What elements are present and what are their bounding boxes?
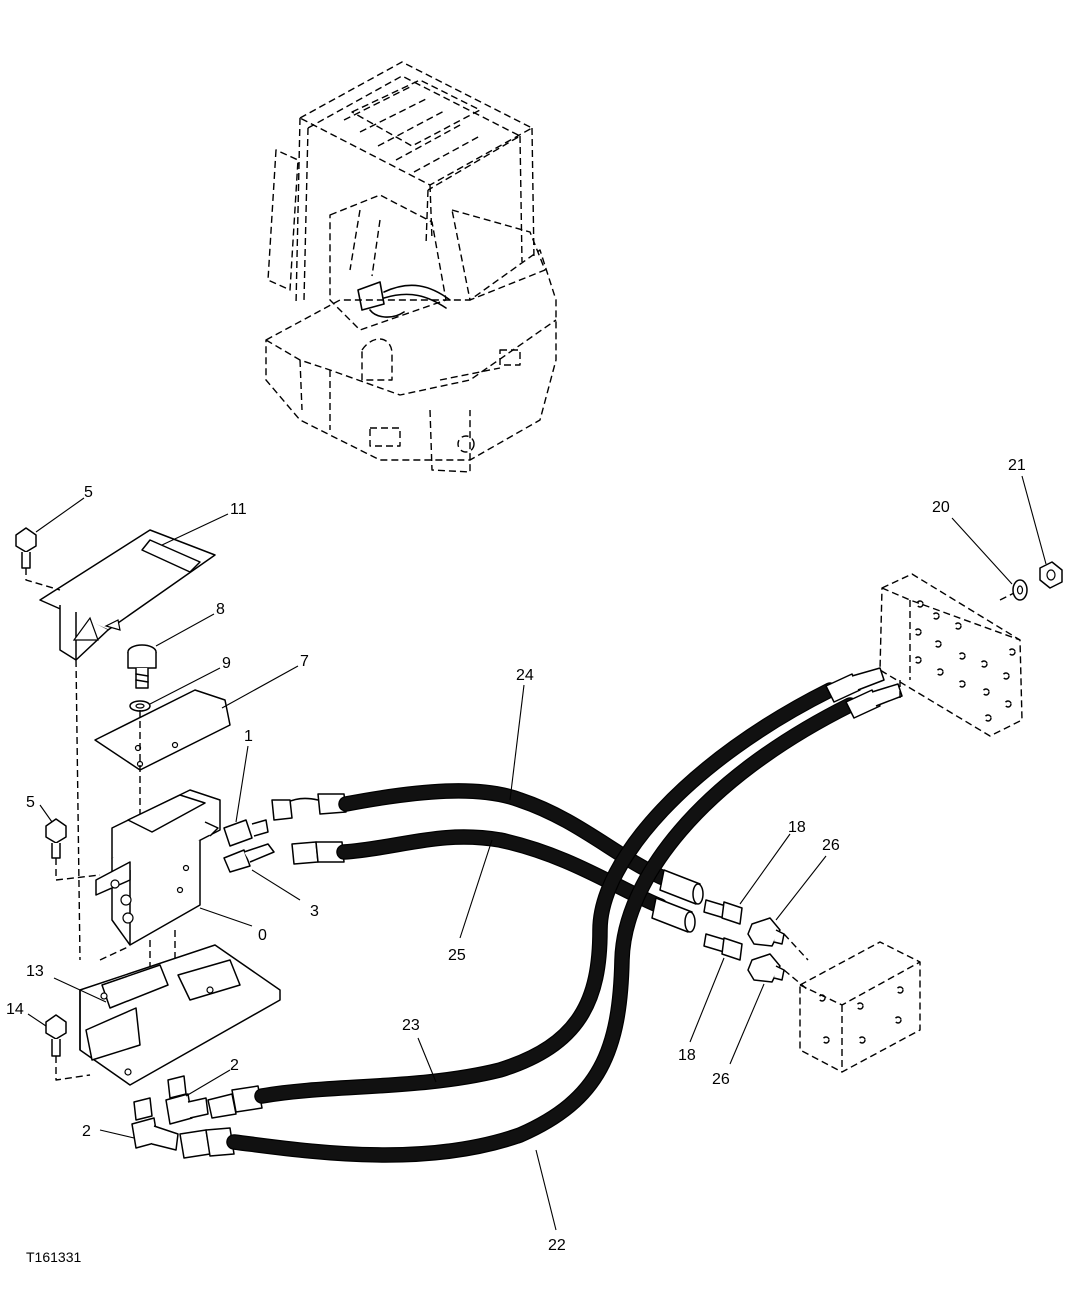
quick-coupler-upper <box>659 869 704 905</box>
callout-20: 20 <box>932 499 950 516</box>
figure-id: T161331 <box>26 1249 81 1265</box>
callout-2-upper: 2 <box>230 1057 239 1074</box>
washer-part-9 <box>129 700 151 712</box>
callout-14: 14 <box>6 1001 24 1018</box>
callout-25: 25 <box>448 947 466 964</box>
bolt-part-5-top <box>15 527 37 569</box>
quick-coupler-lower <box>651 897 696 933</box>
base-plate-part-13 <box>79 944 281 1086</box>
valve-part-0 <box>95 789 221 946</box>
nut-part-21 <box>1039 561 1063 589</box>
callout-1: 1 <box>244 728 253 745</box>
elbow-part-2-lower <box>131 1097 179 1151</box>
fitting-part-18-lower <box>703 933 743 961</box>
callout-18-lower: 18 <box>678 1047 696 1064</box>
callout-0: 0 <box>258 927 267 944</box>
manifold-block <box>783 933 921 1073</box>
callout-9: 9 <box>222 655 231 672</box>
machine-outline <box>265 61 557 473</box>
hose-end-fitting-upper <box>825 667 885 703</box>
fitting-part-1 <box>223 819 269 847</box>
callout-21: 21 <box>1008 457 1026 474</box>
bolt-part-14 <box>45 1014 67 1057</box>
callout-13: 13 <box>26 963 44 980</box>
hose-part-25 <box>291 829 668 914</box>
callout-23: 23 <box>402 1017 420 1034</box>
callout-26-lower: 26 <box>712 1071 730 1088</box>
callout-18-upper: 18 <box>788 819 806 836</box>
callout-8: 8 <box>216 601 225 618</box>
leader-lines <box>27 475 1047 1231</box>
fitting-part-3 <box>223 843 275 873</box>
hose-end-fitting-lower <box>845 683 903 719</box>
callout-labels: 5 11 8 9 7 1 5 3 0 13 14 2 2 24 25 23 22… <box>6 457 1026 1254</box>
fitting-part-18-upper <box>703 899 743 925</box>
hose-part-23 <box>207 682 838 1119</box>
callout-7: 7 <box>300 653 309 670</box>
callout-26-upper: 26 <box>822 837 840 854</box>
callout-2-lower: 2 <box>82 1123 91 1140</box>
bracket-panel <box>879 573 1023 737</box>
callout-22: 22 <box>548 1237 566 1254</box>
screw-part-8 <box>127 644 157 689</box>
fitting-part-26-lower <box>747 953 785 983</box>
mount-plate-part-7 <box>94 689 231 771</box>
washer-part-20 <box>1012 579 1028 601</box>
cover-part-11 <box>39 529 216 661</box>
hose-part-22 <box>179 697 858 1163</box>
callout-5: 5 <box>84 484 93 501</box>
elbow-part-2-upper <box>165 1075 209 1125</box>
callout-11: 11 <box>230 501 247 518</box>
callout-5-lower: 5 <box>26 794 35 811</box>
fitting-part-26-upper <box>747 917 785 947</box>
callout-24: 24 <box>516 667 534 684</box>
bolt-part-5-mid <box>45 818 67 859</box>
callout-3: 3 <box>310 903 319 920</box>
